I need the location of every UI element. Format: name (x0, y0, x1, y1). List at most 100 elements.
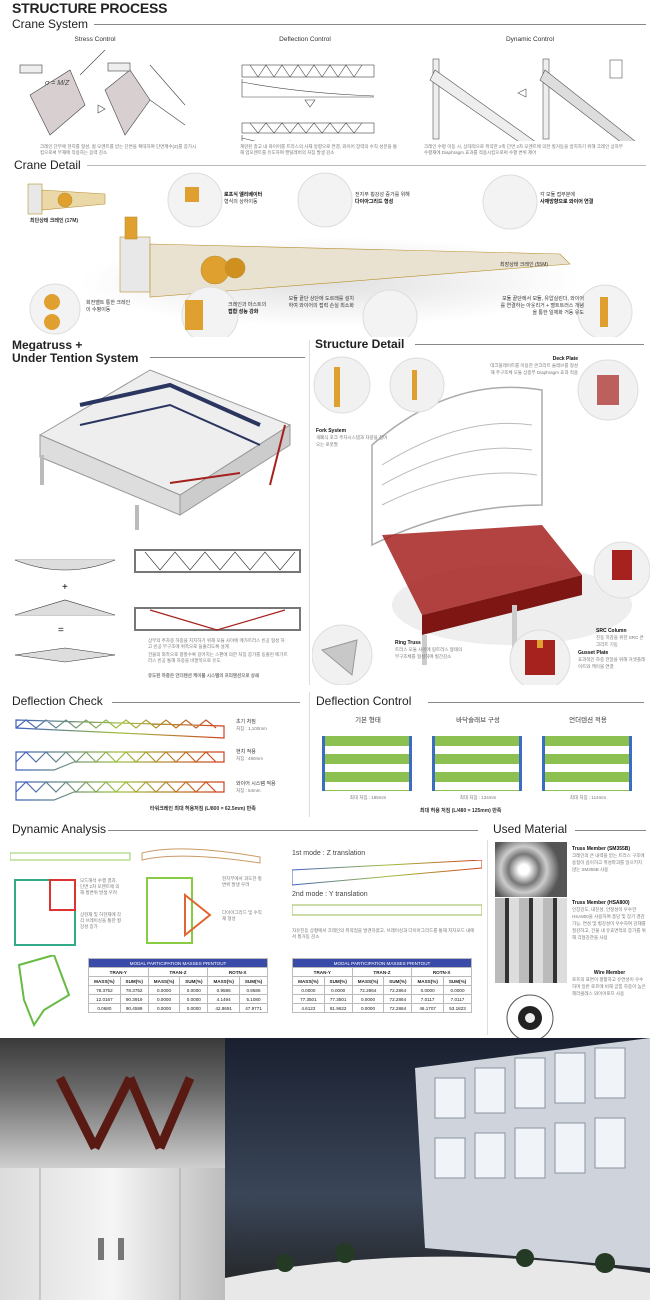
deflection-control-models: 기본 형태 최대 처짐 : 185mm 바닥슬래브 구성 최대 처짐 : 134… (318, 714, 648, 804)
deflection-control-title: 언더텐션 적용 (569, 717, 607, 724)
stress-caption: 크레인 단부에 현지를 형성, 휨 모멘트를 받는 단면을 확대하여 단면계수(… (40, 144, 197, 155)
stress-diagram (19, 49, 186, 136)
callout-text: 각 모듈 접부분에 (540, 192, 575, 198)
dynamic-text-4: 다이아그리드 및 수직재 형성 (222, 910, 262, 921)
table-cell: 72.2864 (383, 994, 413, 1004)
section-deflection-control: Deflection Control (316, 694, 418, 708)
deflection-control-value: 최대 처짐 : 134mm (459, 795, 497, 800)
modal-model (17, 955, 71, 1028)
table-cell: 4.1494 (207, 994, 241, 1004)
callout-bold: 로프식 엘리베이터 (224, 192, 263, 198)
fem-model (542, 736, 632, 791)
result-diagram (14, 647, 116, 663)
equals-sign: = (58, 625, 64, 636)
table-column-header: SUM(%) (179, 976, 209, 986)
table-cell: 0.0000 (179, 994, 209, 1004)
structure-detail-render (312, 356, 650, 685)
material-text: 로프의 표면이 평활하고 유연성이 우수하며 일반 로프에 비해 굽힘 하중이 … (572, 977, 646, 996)
deflection-caption: 계란된 층고 내 와이어를 트러스의 사재 방향으로 연결, 와이어 장력의 수… (240, 144, 398, 155)
section-used-material: Used Material (493, 822, 574, 836)
sm355b-photo (495, 842, 567, 897)
table-cell: 0.9586 (207, 985, 241, 995)
megatruss-render (38, 369, 292, 530)
table-cell: 53.1823 (443, 1003, 472, 1013)
table-cell: 77.3501 (323, 994, 353, 1004)
deflection-diagram (241, 64, 375, 141)
table-cell: 5.1080 (239, 994, 268, 1004)
table-cell: 0.0000 (443, 985, 472, 995)
deflection-check-title: 초기 처짐 (236, 719, 256, 725)
table-cell: 7.0117 (411, 994, 445, 1004)
deflection-check-title: 현치 적용 (236, 749, 256, 755)
ring-title: Ring Truss (395, 640, 421, 646)
fem-model (432, 736, 522, 791)
callout-text: 형식의 상하이동 (224, 199, 258, 205)
stress-control-title: Stress Control (74, 36, 116, 43)
dynamic-text-1: 모드해석 수행 결과, 단면 2차 모멘트에 의해 횡변위 발생 우려 (80, 878, 120, 895)
table-cell: 0.0000 (351, 994, 385, 1004)
table-column-header: SUM(%) (323, 976, 353, 986)
table-column-header: SUM(%) (383, 976, 413, 986)
table-cell: 4.6122 (292, 1003, 325, 1013)
section-megatruss: Megatruss + (12, 338, 89, 352)
deflection-control-title: 기본 형태 (355, 717, 381, 724)
table-cell: 0.0000 (411, 985, 445, 995)
table-cell: 81.9622 (323, 1003, 353, 1013)
callout-text: 모듈 끝단 상단에 도르래를 설치하여 와이어의 접력 손실 최소화 (288, 296, 354, 309)
interior-render-bottom (0, 1168, 225, 1300)
table-cell: 42.8691 (207, 1003, 241, 1013)
table-cell: 0.0000 (147, 994, 181, 1004)
deflection-control-value: 최대 처짐 : 185mm (349, 795, 387, 800)
deflection-check-note: 타워크레인 최대 허용처짐 (L/800 = 62.5mm) 만족 (150, 806, 256, 812)
mode-1-label: 1st mode : Z translation (292, 850, 366, 857)
callout-circles (29, 172, 633, 337)
deflection-check-value: 처짐 : 54mm (236, 788, 261, 793)
callout-bold: 다이아그리드 형성 (355, 199, 394, 205)
plus-sign: + (62, 582, 68, 593)
material-title: Truss Member (HSA800) (572, 900, 630, 906)
table-column-header: MASS(%) (88, 976, 121, 986)
hsa800-photo (495, 898, 567, 983)
table-column-header: MASS(%) (147, 976, 181, 986)
table-group-header: ROTN-X (411, 967, 472, 977)
megatruss-load-diagrams: + (14, 549, 301, 631)
megatruss-caption-3: 유도된 하중은 언더텐션 케이블 시스템의 프리텐션으로 상쇄 (148, 673, 259, 678)
dynamic-caption: 크레인 수평 이동 시, 상대적으로 취약한 2축 단면 2차 모멘트에 의한 … (424, 144, 623, 155)
deflection-check-title: 와이어 시스템 적용 (236, 781, 276, 787)
dynamic-models (10, 848, 261, 946)
deflection-control-title: 바닥슬래브 구성 (456, 717, 500, 724)
callout-bold: 접합 성능 강화 (228, 309, 259, 315)
src-text: 진동 저감을 위한 SRC 콘크리트 기둥 (596, 635, 644, 647)
mode-2-label: 2nd mode : Y translation (292, 891, 368, 898)
deflection-control-value: 최대 처짐 : 114mm (569, 795, 607, 800)
megatruss-caption-1: 상부의 추차중 하중을 지지하기 위해 모듈 사이에 메가트러스 빈공 형성 하… (148, 638, 285, 649)
dynamic-control-title: Dynamic Control (505, 36, 555, 43)
fork-title: Fork System (316, 428, 347, 434)
crane-detail-render (27, 172, 633, 337)
table-title: MODAL PARTICIPATION MASSES PRINTOUT (88, 958, 268, 968)
page-title: STRUCTURE PROCESS (12, 0, 168, 16)
section-structure-detail: Structure Detail (315, 337, 411, 351)
table-group-header: TRAN-Y (292, 967, 353, 977)
deck-text: 데크플레이트를 이용한 콘크리트 슬래브를 형성해 주구조체 모듈 상층부 Di… (490, 363, 578, 375)
section-crane-detail: Crane Detail (14, 158, 87, 172)
table-cell: 78.3752 (119, 985, 149, 995)
dynamic-text-2: 상현재 및 하현재에 각각 브레이싱을 통한 횡강성 증가 (80, 912, 122, 929)
fork-text: 개폐식 포크 주차시스템과 차량을 집어오는 로봇팔 (316, 435, 388, 447)
table-group-header: TRAN-Y (88, 967, 149, 977)
section-deflection-check: Deflection Check (12, 694, 109, 708)
table-column-header: MASS(%) (411, 976, 445, 986)
gusset-text: 효과적인 하중 전달을 위해 거셋플레이트와 케이블 연결 (578, 657, 646, 669)
table-cell: 0.0680 (88, 1003, 121, 1013)
src-title: SRC Column (596, 628, 627, 634)
table-cell: 72.2864 (383, 985, 413, 995)
table-cell: 0.9586 (239, 985, 268, 995)
fem-model (322, 736, 412, 791)
table-cell: 77.3501 (292, 994, 325, 1004)
